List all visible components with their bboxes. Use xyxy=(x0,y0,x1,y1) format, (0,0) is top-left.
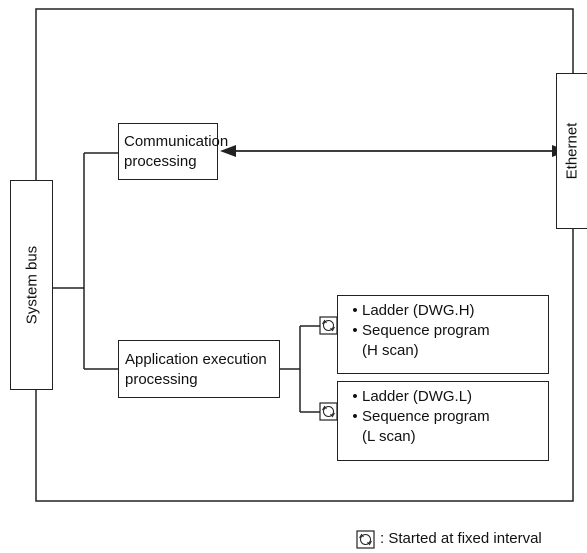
fixed-interval-icon xyxy=(319,316,338,335)
application-line2: processing xyxy=(125,371,198,388)
ladder-l-box: •Ladder (DWG.L) •Sequence program (L sca… xyxy=(337,381,549,461)
communication-line1: Communication xyxy=(124,133,229,150)
ladder-l-line2: •Sequence program xyxy=(348,407,548,427)
ladder-h-line1: •Ladder (DWG.H) xyxy=(348,301,548,321)
ladder-h-line2: •Sequence program xyxy=(348,321,548,341)
fixed-interval-icon xyxy=(319,402,338,421)
system-bus-box: System bus xyxy=(10,180,53,390)
application-execution-box: Application execution processing xyxy=(118,340,280,398)
ladder-h-line3: (H scan) xyxy=(362,342,419,359)
bullet-icon: • xyxy=(352,322,358,339)
ethernet-label: Ethernet xyxy=(563,122,581,180)
legend-text: : Started at fixed interval xyxy=(380,530,542,547)
application-line1: Application execution xyxy=(125,351,267,368)
system-bus-label: System bus xyxy=(23,245,40,325)
ethernet-box: Ethernet xyxy=(556,73,587,229)
bullet-icon: • xyxy=(352,302,358,319)
ladder-l-line1: •Ladder (DWG.L) xyxy=(348,387,548,407)
communication-processing-box: Communication processing xyxy=(118,123,229,180)
fixed-interval-icon xyxy=(356,530,375,549)
arrow-head-left xyxy=(220,145,236,157)
communication-line2: processing xyxy=(124,153,197,170)
bullet-icon: • xyxy=(352,388,358,405)
ladder-h-box: •Ladder (DWG.H) •Sequence program (H sca… xyxy=(337,295,549,374)
ladder-l-line3: (L scan) xyxy=(362,428,416,445)
bullet-icon: • xyxy=(352,408,358,425)
